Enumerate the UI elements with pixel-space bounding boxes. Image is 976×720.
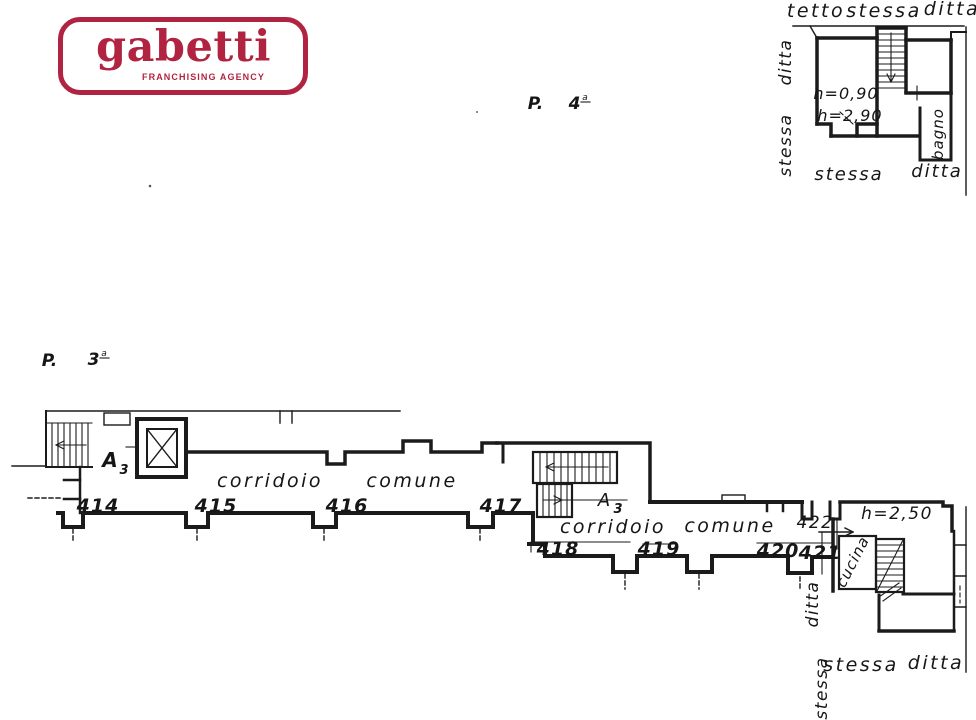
room-number-415: 415 [194,495,238,517]
roof-label-stessa: stessa [846,0,921,22]
roof-line-kink [809,25,818,39]
side-label-ditta: ditta [803,581,823,628]
door-jamb-marks [765,500,785,513]
elevator-cross [146,428,178,468]
corridor-top-wall [184,439,499,466]
bottom-label-ditta: ditta [911,161,963,182]
roof-label-tetto: tetto [787,0,845,22]
corridor-bottom-wall [527,542,835,575]
wall-segment [815,122,833,138]
door-threshold-ticks [72,528,481,542]
bathroom-label: bagno [929,108,947,160]
dimension-line [530,541,631,553]
stairwell-index-upper: 3 [119,463,128,478]
floor-4-prefix: P. [528,94,545,114]
room-number-417: 417 [479,495,523,517]
wall-segment [855,122,879,138]
logo-tagline-text: FRANCHISING AGENCY [142,72,265,82]
floor-4-number: 4 [568,94,582,114]
stair-arrow [542,495,628,505]
stair-arrow [55,440,87,450]
floor-4-ordinal: a [582,93,588,103]
room-number-414: 414 [76,495,120,517]
corridor-top-wall [838,500,954,533]
beam-notch [721,494,746,503]
wall-step [950,31,967,41]
floor-3-number: 3 [88,350,101,370]
bottom-label-stessa: stessa [814,164,883,185]
corridor-bottom-wall [56,511,535,546]
floor-label-p4: P. 4 a [528,93,591,114]
room-number-416: 416 [325,495,369,517]
hall-label-upper: corridoio [217,470,323,492]
stairwell-index-lower: 3 [613,502,622,517]
winder-steps [878,582,902,602]
wall-pilasters [62,478,82,501]
scan-speck [148,184,152,188]
window-ties [953,544,967,608]
common-label-upper: comune [366,470,457,492]
left-staircase [45,410,93,468]
bottom-label-ditta: ditta [908,652,964,674]
room-number-421: 421 [798,542,842,564]
side-label-stessa: stessa [776,113,796,176]
staircase-box [874,537,906,594]
door-jamb-marks [279,410,293,424]
bottom-label-stessa: stessa [823,654,898,676]
side-label-stessa: stessa [812,656,832,719]
staircase-diagonal [876,539,904,592]
stairwell-label-lower: A [597,490,612,511]
attic-plan: tetto stessa ditta ditta stessa h=0,90 h… [776,0,976,196]
height-label-290: h=2,90 [817,106,882,125]
door-threshold-ticks [624,573,801,592]
floor-3-ordinal: a [101,349,107,359]
room-number-419: 419 [637,538,681,560]
main-plan: A 3 corridoio comune 414 415 416 417 A 3… [11,111,967,720]
gabetti-logo: gabetti FRANCHISING AGENCY [58,17,308,95]
room-number-420: 420 [756,540,800,562]
survey-cross-mark [909,85,925,101]
height-label-250: h=2,50 [861,504,933,524]
stair-block-wall [495,441,652,504]
door-swing-mark [839,111,854,125]
elevator-outer-wall [135,417,188,479]
staircase-wall [45,410,93,468]
room-number-418: 418 [536,538,580,560]
door-number-422: 422 [797,513,834,533]
attic-stair-arrow [886,32,896,83]
stairwell-label-upper: A [100,448,117,472]
scan-speck [476,111,478,113]
floor-3-prefix: P. [42,351,59,371]
height-label-090: h=0,90 [813,84,878,103]
elevator-shaft [125,417,188,479]
common-label-lower: comune [684,515,775,537]
floor-label-p3: P. 3 a [42,349,110,371]
right-staircase [874,537,906,602]
mid-staircase [531,450,628,519]
hall-label-lower: corridoio [560,516,666,538]
side-label-ditta: ditta [776,39,796,86]
elevator-cab [146,428,178,468]
doorway-box [103,412,131,426]
door-jamb-422 [828,500,842,521]
stair-arrow [545,462,609,472]
staircase-treads [876,544,904,588]
roof-label-ditta: ditta [924,0,976,20]
logo-brand-text: gabetti [96,22,271,72]
door-jamb-422 [800,500,814,521]
